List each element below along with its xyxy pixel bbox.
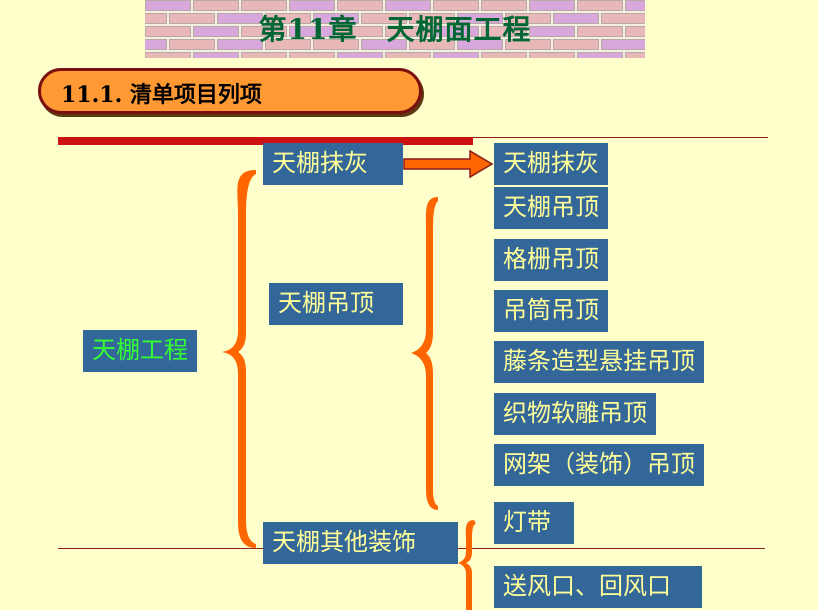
brick: [337, 26, 383, 37]
brick: [433, 52, 479, 58]
brick: [385, 26, 431, 37]
brick: [193, 26, 239, 37]
brick: [385, 52, 431, 58]
brick: [625, 0, 645, 11]
brick: [217, 39, 263, 50]
brick: [601, 39, 645, 50]
root-node-ceiling-works: 天棚工程: [83, 330, 197, 372]
brick: [289, 52, 335, 58]
brick: [217, 13, 263, 24]
node-ceiling-suspended: 天棚吊顶: [269, 283, 403, 325]
brick: [505, 13, 551, 24]
brick: [193, 52, 239, 58]
brick: [409, 39, 455, 50]
leaf-ceiling-plaster: 天棚抹灰: [494, 143, 608, 185]
brick: [145, 0, 191, 11]
brick: [337, 52, 383, 58]
brick: [145, 26, 191, 37]
brick: [625, 26, 645, 37]
brick: [481, 0, 527, 11]
brick: [577, 0, 623, 11]
root-brace: [222, 170, 256, 548]
plaster-arrow: [403, 149, 494, 179]
leaf-light-strip: 灯带: [494, 502, 574, 544]
brick: [505, 39, 551, 50]
brick: [385, 0, 431, 11]
leaf-tube-suspended: 吊筒吊顶: [494, 290, 608, 332]
brick: [145, 52, 191, 58]
brick: [529, 26, 575, 37]
brick: [625, 52, 645, 58]
brick: [601, 13, 645, 24]
brick: [529, 0, 575, 11]
brick: [361, 39, 407, 50]
red-divider-bar: [58, 137, 473, 145]
brick: [457, 13, 503, 24]
brick: [241, 52, 287, 58]
brick: [337, 0, 383, 11]
brick: [241, 0, 287, 11]
node-ceiling-other-decoration: 天棚其他装饰: [263, 522, 458, 564]
leaf-rattan-hanging-suspended: 藤条造型悬挂吊顶: [494, 341, 704, 383]
brick: [457, 39, 503, 50]
brick: [145, 39, 167, 50]
brick: [361, 13, 407, 24]
brick: [433, 0, 479, 11]
brick: [265, 39, 311, 50]
leaf-space-frame-suspended: 网架（装饰）吊顶: [494, 444, 704, 486]
brick: [193, 0, 239, 11]
ceiling-brace: [411, 197, 438, 510]
brick: [481, 52, 527, 58]
brick: [529, 52, 575, 58]
section-heading: 11.1. 清单项目列项: [38, 68, 422, 114]
brick: [241, 26, 287, 37]
top-rule-line: [473, 137, 768, 138]
brick: [553, 39, 599, 50]
brick: [577, 26, 623, 37]
brick: [313, 39, 359, 50]
brick: [433, 26, 479, 37]
brick: [553, 13, 599, 24]
leaf-ceiling-suspended: 天棚吊顶: [494, 187, 608, 229]
brick-wall-banner: 第11章 天棚面工程: [145, 0, 645, 58]
node-ceiling-plaster: 天棚抹灰: [263, 143, 403, 185]
brick: [169, 13, 215, 24]
other-brace: [458, 520, 476, 610]
brick: [289, 0, 335, 11]
brick: [145, 13, 167, 24]
brick: [265, 13, 311, 24]
leaf-fabric-soft-sculpture-suspended: 织物软雕吊顶: [494, 393, 656, 435]
brick: [481, 26, 527, 37]
brick: [409, 13, 455, 24]
section-heading-label: 11.1. 清单项目列项: [61, 82, 262, 108]
leaf-air-vents: 送风口、回风口: [494, 566, 702, 608]
leaf-grille-suspended: 格栅吊顶: [494, 239, 608, 281]
brick: [313, 13, 359, 24]
brick: [577, 52, 623, 58]
brick: [169, 39, 215, 50]
page-title: 第11章 天棚面工程: [258, 13, 532, 46]
brick: [289, 26, 335, 37]
